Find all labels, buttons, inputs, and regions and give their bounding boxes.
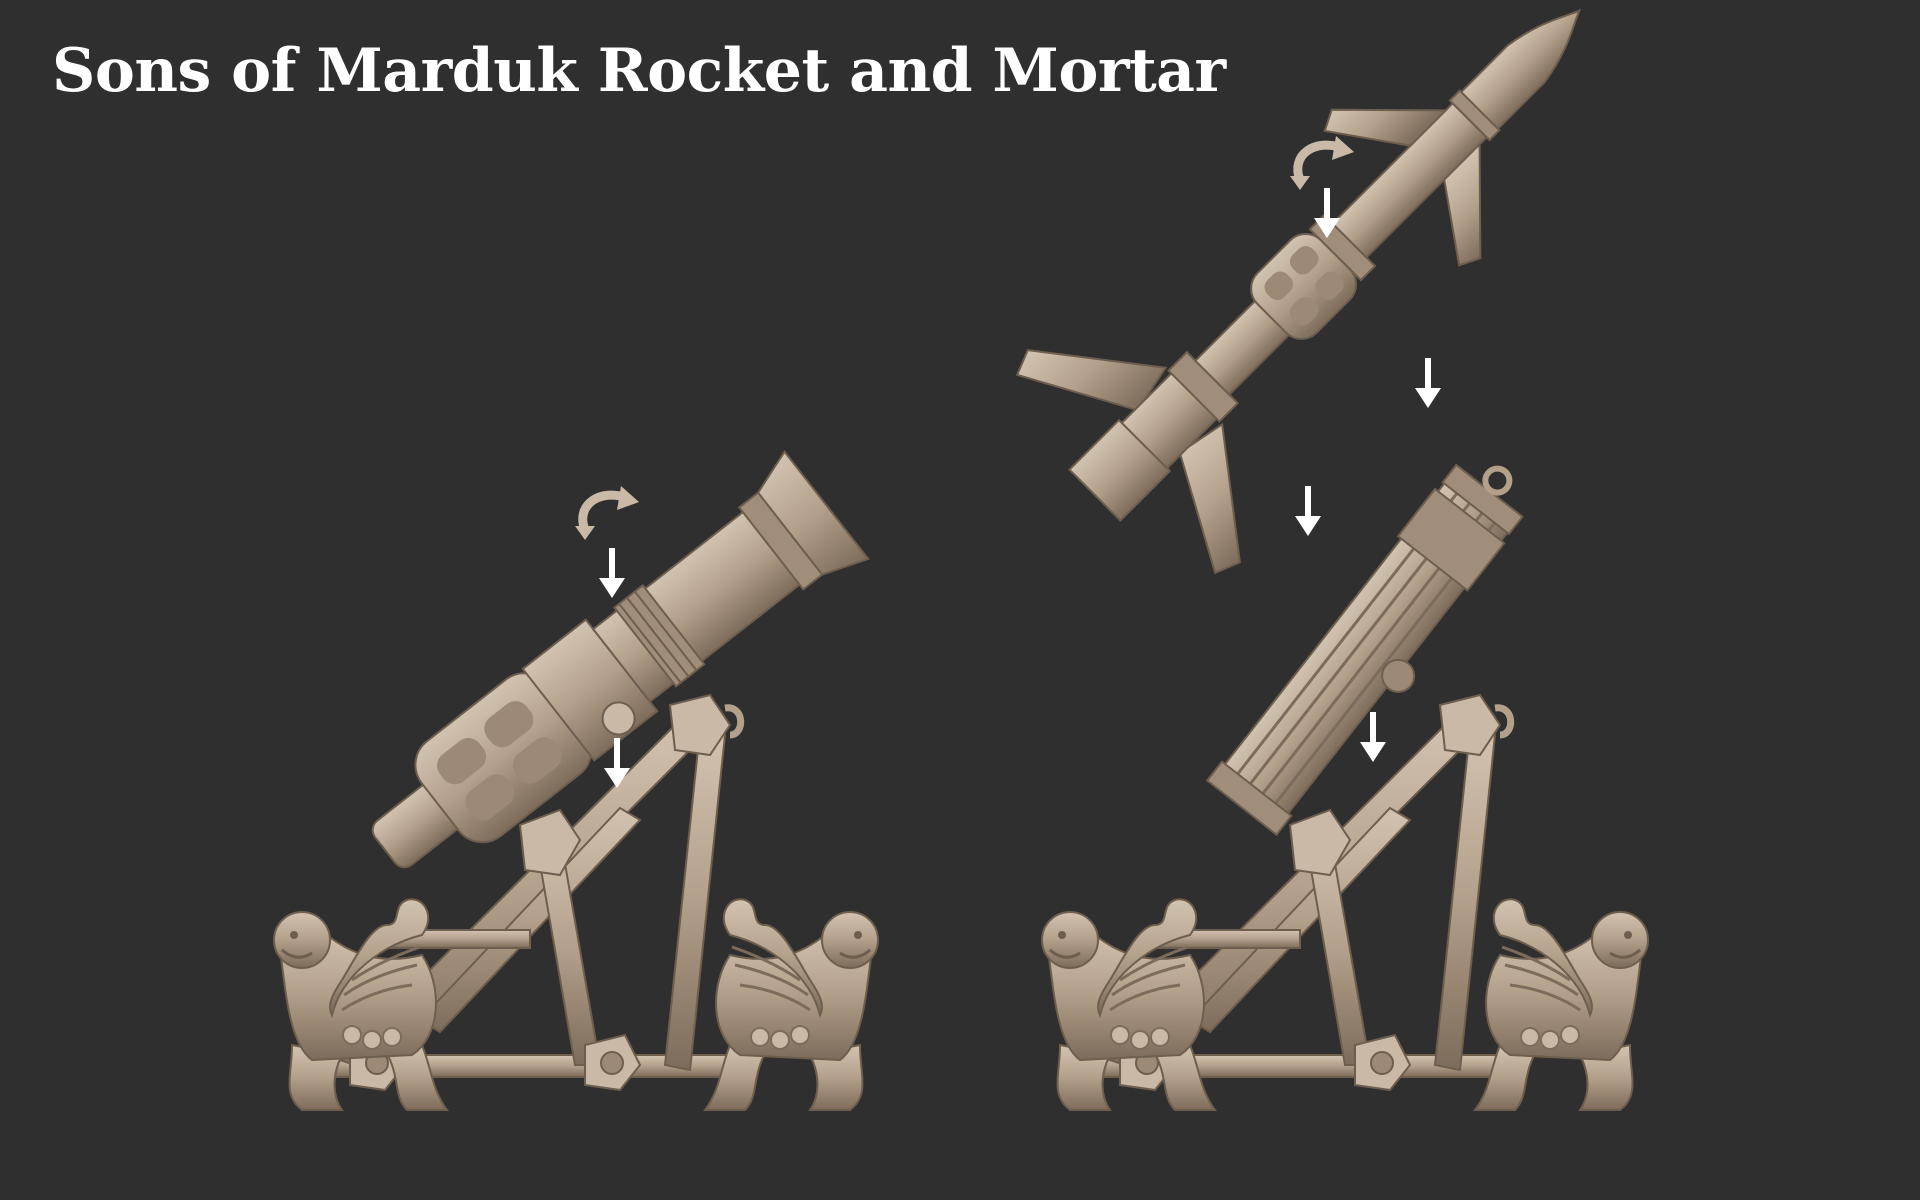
rocket-assembly bbox=[1015, 8, 1650, 1112]
winged-lion-right bbox=[703, 897, 880, 1112]
winged-lion-right bbox=[1473, 897, 1650, 1112]
mortar-assembly bbox=[272, 449, 880, 1112]
down-arrow-icon bbox=[1415, 358, 1441, 408]
mortar-barrel bbox=[371, 449, 870, 869]
launch-rail bbox=[1205, 463, 1524, 837]
rocket bbox=[1015, 8, 1582, 575]
down-arrow-icon bbox=[599, 548, 625, 598]
down-arrow-icon bbox=[1295, 486, 1321, 536]
rocket-nose bbox=[1449, 8, 1582, 141]
rotate-arrow-icon bbox=[575, 486, 639, 540]
down-arrow-icon bbox=[1360, 712, 1386, 762]
page-title: Sons of Marduk Rocket and Mortar bbox=[52, 36, 1226, 106]
rotate-arrow-icon bbox=[1290, 136, 1354, 190]
rocket-fins bbox=[1015, 349, 1168, 412]
